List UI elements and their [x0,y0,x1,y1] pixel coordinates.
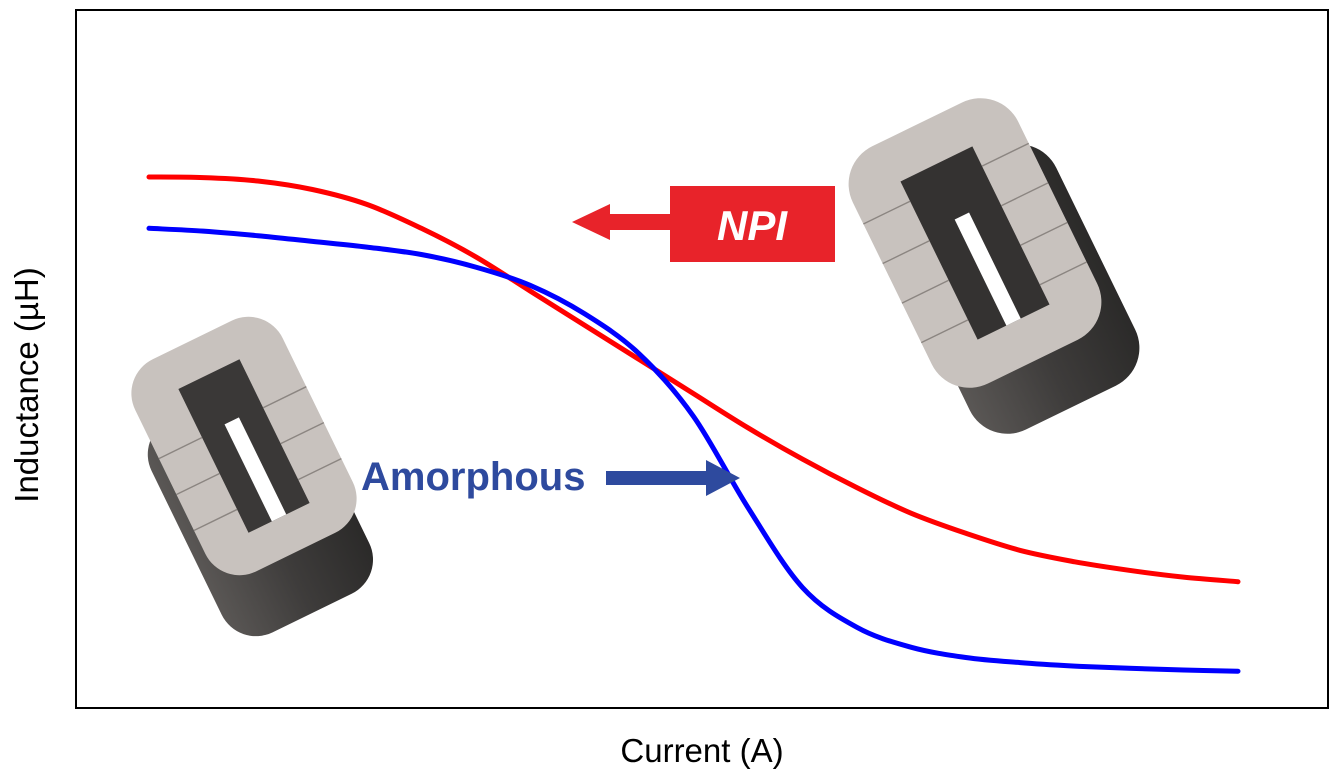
npi-arrow-icon [572,204,672,240]
npi-annotation: NPI [572,186,835,262]
series-lines [146,174,1241,674]
npi-label-box [670,186,835,262]
amorphous-label: Amorphous [361,455,585,499]
amorphous-series-line [146,225,1241,674]
y-axis-label: Inductance (µH) [8,267,45,502]
core-icon [131,316,374,637]
amorphous-annotation: Amorphous [361,455,740,499]
x-axis-label: Current (A) [620,732,783,769]
amorphous-arrow-icon [606,460,740,496]
core-icon [848,98,1140,434]
npi-label: NPI [717,202,788,249]
plot-frame [75,9,1329,709]
npi-series-line [146,174,1241,585]
